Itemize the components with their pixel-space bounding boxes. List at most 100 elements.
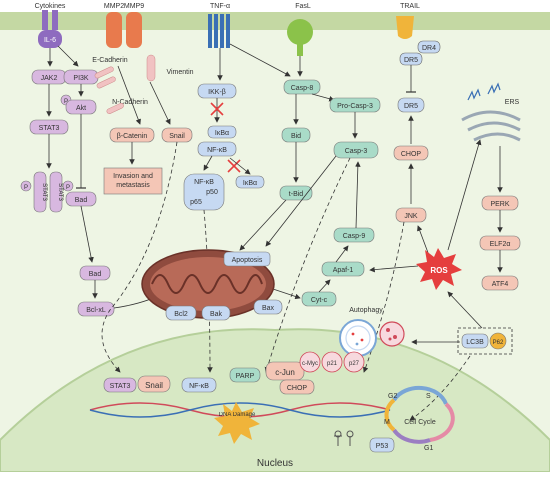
dashed-snail-nucleus (101, 141, 178, 373)
cjun-node: c-Jun (265, 361, 305, 381)
dna-strand-2 (89, 402, 391, 418)
dashed-casp3-parp (264, 157, 351, 373)
chromosome-icons (334, 430, 354, 446)
parp-node: PARP (229, 367, 261, 383)
bclxl-node: Bcl-xL (77, 301, 115, 317)
invasion-box: Invasion and metastasis (103, 167, 163, 195)
svg-text:NF-κB: NF-κB (194, 179, 214, 186)
svg-text:PARP: PARP (236, 373, 255, 380)
block-x-icon (210, 102, 224, 116)
jak2-node: JAK2 (31, 69, 67, 85)
cmyc-node: c-Myc (299, 351, 321, 373)
fasl-label: FasL (295, 3, 311, 10)
svg-text:ELF2α: ELF2α (490, 241, 511, 248)
arrow-cytc-apaf1 (318, 279, 331, 293)
cytc-node: Cyt-c (301, 291, 337, 307)
mmp9-node (126, 12, 142, 48)
svg-text:P62: P62 (493, 340, 504, 346)
svg-text:IκBα: IκBα (243, 180, 257, 187)
nuc-chop-node: CHOP (279, 379, 315, 395)
svg-text:ATF4: ATF4 (492, 281, 509, 288)
akt-node: Akt (65, 99, 97, 115)
p27-node: p27 (343, 351, 365, 373)
svg-text:STAT3: STAT3 (110, 383, 131, 390)
svg-text:PI3K: PI3K (73, 75, 89, 82)
fasl-receptor (287, 19, 313, 56)
bad-node: Bad (65, 191, 97, 207)
dashed-lc3b-cellcycle (409, 355, 471, 421)
svg-text:Apoptosis: Apoptosis (232, 257, 263, 264)
bid-node: Bid (281, 127, 311, 143)
svg-text:CHOP: CHOP (287, 385, 308, 392)
casp9-node: Casp-9 (333, 227, 375, 243)
mmp2-node (106, 12, 122, 48)
svg-text:STAT3: STAT3 (39, 125, 60, 132)
arrow-bad-bad (80, 205, 94, 263)
nfkb-node: NF-κB (197, 141, 237, 157)
arrow-il6-pi3k (57, 45, 79, 67)
svg-text:P: P (24, 185, 28, 191)
svg-text:Bid: Bid (291, 133, 301, 140)
nuc-nfkb-node: NF-κB (181, 377, 217, 393)
arrow-tnf-casp8 (229, 43, 291, 77)
dr5-node: DR5 (397, 97, 425, 113)
dr4-node: DR4 (417, 40, 441, 54)
jnk-node: JNK (395, 207, 427, 223)
svg-text:P53: P53 (376, 443, 389, 450)
svg-text:IκBα: IκBα (215, 130, 229, 137)
casp3-node: Casp-3 (333, 141, 379, 159)
vimentin-label: Vimentin (166, 69, 193, 76)
svg-text:P: P (66, 185, 70, 191)
il6-node (38, 30, 62, 48)
svg-text:IKK-β: IKK-β (208, 89, 226, 96)
svg-text:NF-κB: NF-κB (207, 147, 227, 154)
svg-text:p27: p27 (349, 361, 360, 367)
svg-text:Akt: Akt (76, 105, 86, 112)
apaf1-node: Apaf-1 (321, 261, 365, 277)
bak-node: Bak (201, 305, 231, 321)
svg-text:Apaf-1: Apaf-1 (333, 267, 354, 274)
ikba-node: IκBα (207, 125, 237, 139)
bcl2-node: Bcl2 (165, 305, 197, 321)
lc3b-node: LC3B (461, 333, 489, 349)
g2-label: G2 (388, 393, 397, 400)
svg-text:p65: p65 (190, 199, 202, 206)
mmp9-label: MMP9 (124, 3, 144, 10)
svg-text:β-Catenin: β-Catenin (117, 133, 148, 140)
svg-text:JNK: JNK (404, 213, 418, 220)
cell-membrane (0, 12, 550, 30)
ecadherin-icon (94, 66, 116, 89)
cytokines-label: Cytokines (35, 3, 66, 10)
svg-text:LC3B: LC3B (466, 339, 484, 346)
atf4-node: ATF4 (481, 275, 519, 291)
svg-text:Casp-9: Casp-9 (343, 233, 366, 240)
p62-node: P62 (489, 332, 507, 350)
snail-node: Snail (161, 127, 193, 143)
p53-node: P53 (369, 437, 395, 453)
arrow-lc3b-ros (447, 291, 483, 329)
dashed-jnk-cjun (362, 221, 405, 373)
dashed-nfkb-nucleus (203, 209, 213, 373)
betacatenin-node: β-Catenin (109, 127, 155, 143)
mmp2-label: MMP2 (104, 3, 124, 10)
svg-text:t-Bid: t-Bid (289, 191, 304, 198)
svg-text:Bcl2: Bcl2 (174, 311, 188, 318)
svg-text:Casp-3: Casp-3 (345, 148, 368, 155)
svg-text:JAK2: JAK2 (41, 75, 58, 82)
mmp-receptors (106, 12, 142, 48)
dna-damage-icon: DNA Damage (214, 402, 260, 444)
stat3-dimer: P STAT3 STAT3 P (20, 171, 74, 213)
svg-text:Bad: Bad (89, 271, 102, 278)
apoptosis-node: Apoptosis (223, 251, 271, 267)
chop-node: CHOP (393, 145, 429, 161)
svg-text:P: P (64, 99, 68, 105)
perk-node: PERK (481, 195, 519, 211)
il6-receptor: IL-6 (38, 10, 62, 48)
arrow-casp3-apoptosis (265, 155, 337, 247)
svg-text:NF-κB: NF-κB (189, 383, 209, 390)
p21-node: p21 (321, 351, 343, 373)
svg-text:DR5: DR5 (404, 57, 418, 64)
svg-text:p50: p50 (206, 189, 218, 196)
autophagy-label: Autophagy (349, 307, 383, 314)
svg-text:DR5: DR5 (404, 103, 418, 110)
